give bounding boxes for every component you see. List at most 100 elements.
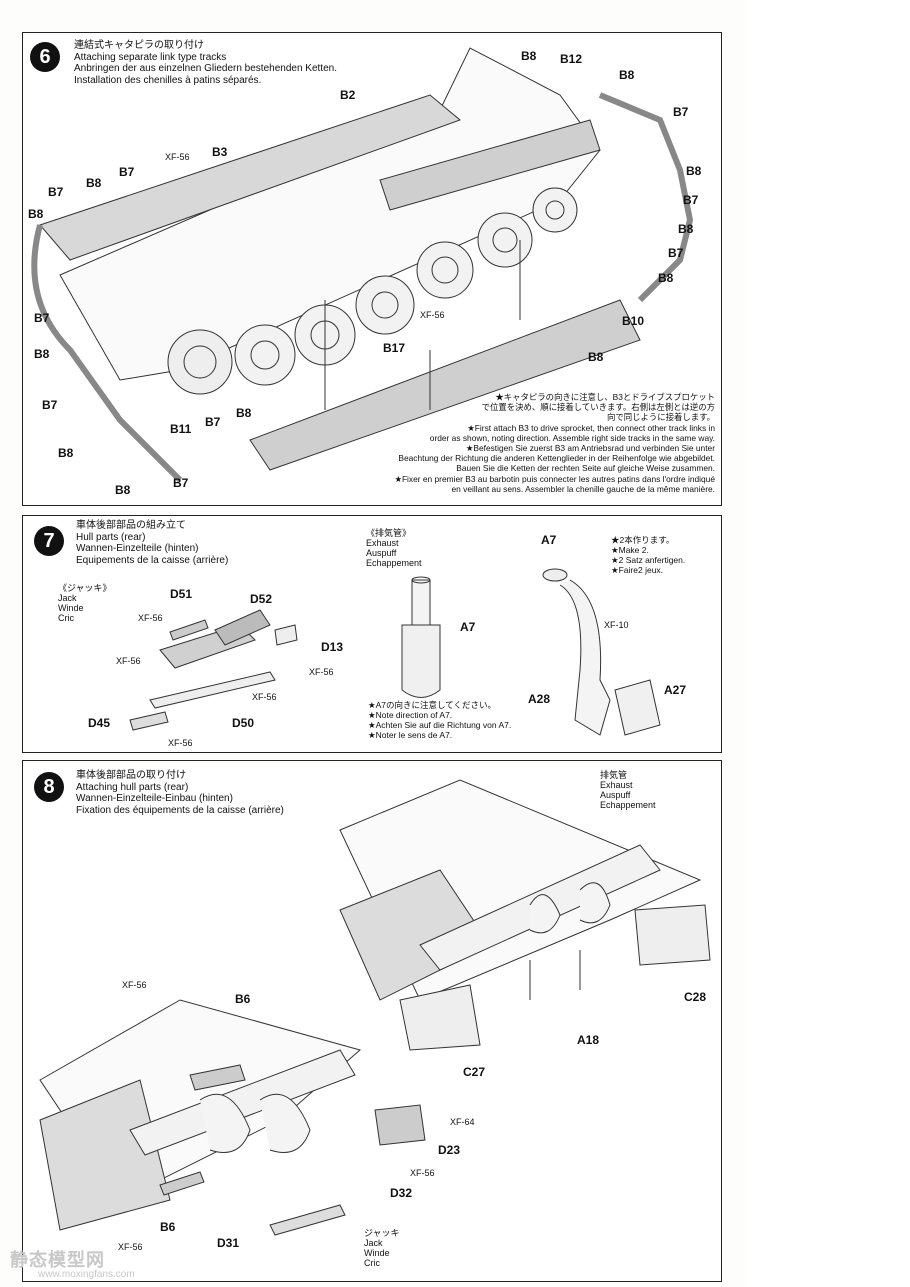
step-8-title-fr: Fixation des équipements de la caisse (a…	[76, 804, 284, 816]
make2-fr: ★Faire2 jeux.	[611, 565, 664, 575]
step-7-title-en: Hull parts (rear)	[76, 531, 146, 543]
label-xf-56: XF-56	[138, 613, 163, 623]
label-b8: B8	[86, 176, 102, 190]
exhaust-caption-jp: 《排気管》	[366, 528, 412, 538]
exhaust-jp: 排気管	[600, 770, 628, 780]
step-6-title-fr: Installation des chenilles à patins sépa…	[74, 74, 262, 86]
label-b7: B7	[119, 165, 135, 179]
note-line: で位置を決め、順に接着していきます。右側は左側とは逆の方	[481, 402, 715, 413]
make2-de: ★2 Satz anfertigen.	[611, 555, 686, 565]
a7-note-de: ★Achten Sie auf die Richtung von A7.	[368, 720, 512, 730]
label-xf-56: XF-56	[116, 656, 141, 666]
note-line: ★キャタピラの向きに注意し、B3とドライブスプロケット	[495, 392, 715, 402]
page-margin	[745, 0, 910, 1287]
exhaust-caption: 《排気管》 Exhaust Auspuff Echappement	[366, 528, 422, 568]
label-b7: B7	[683, 193, 699, 207]
label-xf-56: XF-56	[252, 692, 277, 702]
label-c28: C28	[684, 990, 707, 1004]
label-xf-56: XF-56	[410, 1168, 435, 1178]
a7-note-jp: ★A7の向きに注意してください。	[368, 700, 497, 710]
label-d23: D23	[438, 1143, 461, 1157]
a7-note-fr: ★Noter le sens de A7.	[368, 730, 453, 740]
step-8-title: 車体後部部品の取り付け Attaching hull parts (rear) …	[76, 770, 284, 816]
make2-jp: ★2本作ります。	[611, 535, 675, 545]
a7-note-en: ★Note direction of A7.	[368, 710, 453, 720]
label-b8: B8	[588, 350, 604, 364]
label-b6: B6	[160, 1220, 176, 1234]
note-line: order as shown, noting direction. Assemb…	[429, 432, 715, 443]
jack-caption: 《ジャッキ》 Jack Winde Cric	[58, 583, 112, 623]
note-line: Bauen Sie die Ketten der rechten Seite a…	[456, 463, 715, 474]
label-d32: D32	[390, 1186, 413, 1200]
step-8-title-jp: 車体後部部品の取り付け	[76, 770, 186, 781]
note-line: ★Fixer en premier B3 au barbotin puis co…	[394, 473, 715, 484]
exhaust-fr: Echappement	[600, 800, 656, 810]
label-b6: B6	[235, 992, 251, 1006]
label-b11: B11	[170, 422, 192, 436]
step-8-title-en: Attaching hull parts (rear)	[76, 781, 189, 793]
label-b12: B12	[560, 52, 583, 66]
label-b8: B8	[236, 406, 252, 420]
label-b8: B8	[521, 49, 537, 63]
label-d52: D52	[250, 592, 273, 606]
step-7-title-jp: 車体後部部品の組み立て	[76, 520, 186, 531]
label-d50: D50	[232, 716, 255, 730]
step-7-title-de: Wannen-Einzelteile (hinten)	[76, 543, 199, 554]
label-b8: B8	[678, 222, 694, 236]
label-b7: B7	[42, 398, 58, 412]
jack-de: Winde	[364, 1248, 390, 1258]
label-xf-56: XF-56	[165, 152, 190, 162]
jack-caption-jp: 《ジャッキ》	[58, 583, 112, 593]
exhaust-caption-en: Exhaust	[366, 538, 399, 548]
step-6-title-de: Anbringen der aus einzelnen Gliedern bes…	[74, 63, 337, 74]
label-b7: B7	[205, 415, 221, 429]
label-d13: D13	[321, 640, 344, 654]
label-c27: C27	[463, 1065, 486, 1079]
jack-fr: Cric	[364, 1258, 380, 1268]
watermark-url: www.moxingfans.com	[38, 1269, 135, 1280]
step-7-title: 車体後部部品の組み立て Hull parts (rear) Wannen-Ein…	[76, 520, 228, 566]
label-d51: D51	[170, 587, 193, 601]
exhaust-caption-fr: Echappement	[366, 558, 422, 568]
step-6-number: 6	[30, 42, 60, 72]
label-a7: A7	[460, 620, 476, 634]
label-xf-64: XF-64	[450, 1117, 475, 1127]
jack-caption-fr: Cric	[58, 613, 74, 623]
label-a18: A18	[577, 1033, 600, 1047]
note-line: ★First attach B3 to drive sprocket, then…	[467, 422, 715, 433]
step-7-number: 7	[34, 526, 64, 556]
label-xf-56: XF-56	[168, 738, 193, 748]
label-a28: A28	[528, 692, 551, 706]
label-b8: B8	[686, 164, 702, 178]
label-b8: B8	[58, 446, 74, 460]
step-8-number: 8	[34, 772, 64, 802]
label-b2: B2	[340, 88, 356, 102]
label-xf-56: XF-56	[118, 1242, 143, 1252]
step-6-title-jp: 連結式キャタピラの取り付け	[74, 40, 204, 51]
exhaust-caption-de: Auspuff	[366, 548, 397, 558]
note-line: Beachtung der Richtung die anderen Kette…	[398, 453, 715, 464]
jack-caption-en: Jack	[58, 593, 77, 603]
jack-caption-de: Winde	[58, 603, 84, 613]
step-6-title-en: Attaching separate link type tracks	[74, 51, 227, 63]
label-xf-56: XF-56	[122, 980, 147, 990]
jack-jp: ジャッキ	[364, 1228, 400, 1238]
label-b7: B7	[48, 185, 64, 199]
label-b8: B8	[34, 347, 50, 361]
step-7-title-fr: Equipements de la caisse (arrière)	[76, 554, 229, 566]
label-a7: A7	[541, 533, 557, 547]
note-line: ★Befestigen Sie zuerst B3 am Antriebsrad…	[465, 443, 715, 454]
step-6-note: ★キャタピラの向きに注意し、B3とドライブスプロケット で位置を決め、順に接着し…	[345, 392, 715, 494]
step-6-title: 連結式キャタピラの取り付け Attaching separate link ty…	[74, 40, 337, 86]
make2-en: ★Make 2.	[611, 545, 649, 555]
label-b17: B17	[383, 341, 406, 355]
label-b7: B7	[668, 246, 684, 260]
make-2-note: ★2本作ります。 ★Make 2. ★2 Satz anfertigen. ★F…	[611, 535, 685, 575]
jack-caption-step8: ジャッキ Jack Winde Cric	[364, 1228, 400, 1268]
label-d31: D31	[217, 1236, 240, 1250]
label-b8: B8	[115, 483, 131, 497]
label-xf-56: XF-56	[420, 310, 445, 320]
